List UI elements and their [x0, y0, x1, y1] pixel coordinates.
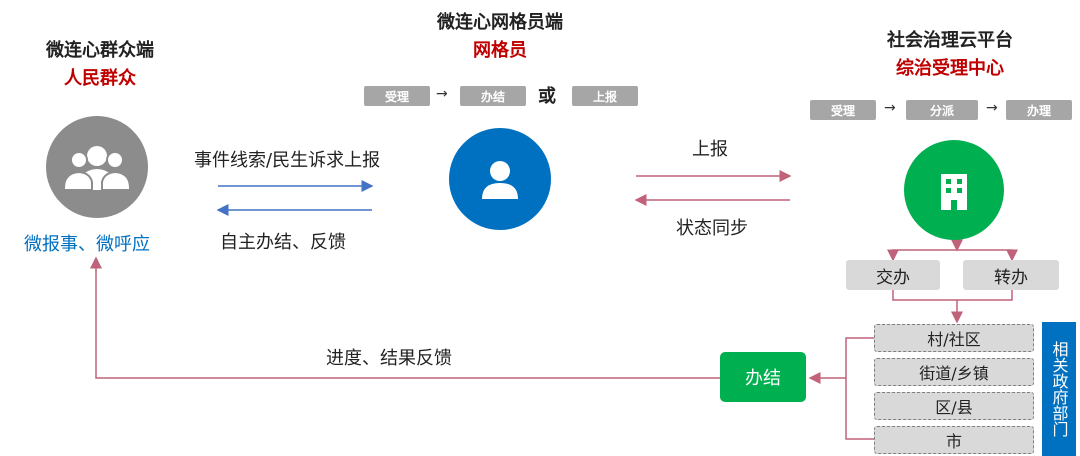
grid-chip-accept: 受理	[364, 86, 430, 106]
transfer-box: 转办	[963, 260, 1059, 290]
or-text: 或	[538, 86, 556, 107]
platform-chip-accept: 受理	[810, 100, 876, 120]
level-street: 街道/乡镇	[874, 358, 1034, 386]
platform-title: 社会治理云平台	[887, 30, 1013, 51]
report-up-label: 事件线索/民生诉求上报	[194, 150, 381, 171]
grid-app-title: 微连心网格员端	[437, 12, 563, 33]
citizen-caption: 微报事、微呼应	[24, 234, 150, 255]
grid-chip-finish: 办结	[460, 86, 526, 106]
chip-arrow-icon: →	[986, 100, 998, 116]
grid-chip-report: 上报	[572, 86, 638, 106]
platform-chip-handle: 办理	[1006, 100, 1072, 120]
building-icon	[904, 140, 1004, 240]
progress-feedback-label: 进度、结果反馈	[326, 348, 452, 369]
grid-role: 网格员	[473, 40, 527, 61]
citizen-role: 人民群众	[64, 68, 136, 89]
to-platform-label: 上报	[692, 139, 728, 160]
chip-arrow-icon: →	[436, 86, 448, 102]
done-box: 办结	[720, 352, 806, 402]
self-handle-label: 自主办结、反馈	[220, 232, 346, 253]
level-village: 村/社区	[874, 324, 1034, 352]
grid-member-icon	[449, 128, 551, 230]
level-district: 区/县	[874, 392, 1034, 420]
status-sync-label: 状态同步	[676, 218, 748, 239]
assign-box: 交办	[846, 260, 940, 290]
platform-role: 综治受理中心	[896, 58, 1004, 79]
citizen-group-icon	[46, 116, 148, 218]
level-city: 市	[874, 426, 1034, 454]
citizen-app-title: 微连心群众端	[46, 40, 154, 61]
platform-chip-dispatch: 分派	[906, 100, 978, 120]
chip-arrow-icon: →	[884, 100, 896, 116]
gov-dept-label: 相关政府部门	[1042, 322, 1076, 456]
